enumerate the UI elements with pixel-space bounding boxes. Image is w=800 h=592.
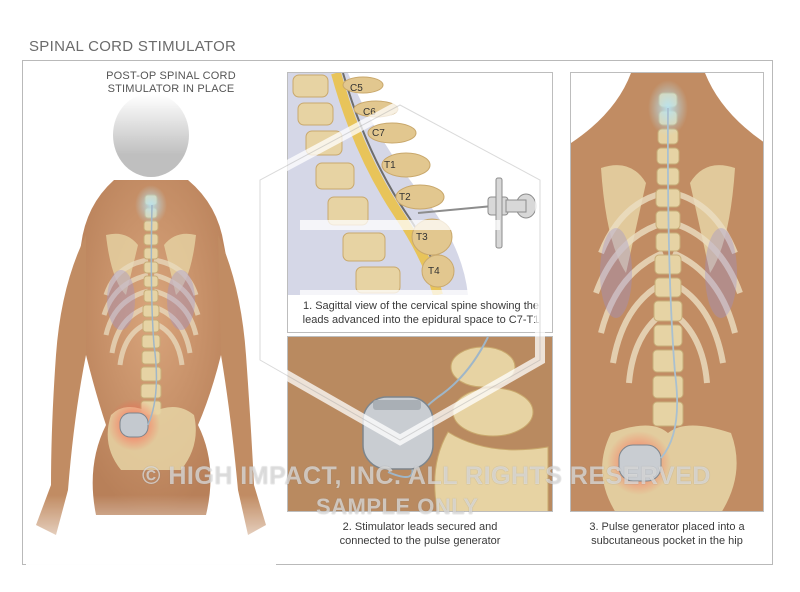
label-c5: C5 [350, 83, 363, 94]
caption-panel-2-line2: connected to the pulse generator [339, 535, 501, 547]
figure-heading-line2: STIMULATOR IN PLACE [107, 83, 235, 95]
label-c6: C6 [363, 107, 376, 118]
hip-pocket-illustration [571, 73, 763, 511]
caption-panel-2: 2. Stimulator leads secured and connecte… [287, 520, 553, 548]
vertebral-bodies [292, 74, 401, 294]
pulse-generator [119, 412, 149, 438]
rib-cage [593, 190, 743, 384]
caption-panel-1-line1: 1. Sagittal view of the cervical spine s… [302, 300, 540, 312]
label-t1: T1 [384, 160, 396, 171]
label-t4: T4 [428, 266, 440, 277]
lung-shading [600, 228, 737, 318]
label-t3: T3 [416, 232, 428, 243]
figure-heading-line1: POST-OP SPINAL CORD [106, 70, 236, 82]
left-arm [36, 235, 86, 535]
label-t2: T2 [399, 192, 411, 203]
pulse-generator [618, 444, 662, 482]
figure-title: SPINAL CORD STIMULATOR [29, 38, 237, 55]
caption-panel-2-line1: 2. Stimulator leads secured and [342, 521, 498, 533]
watermark-sample: SAMPLE ONLY [316, 494, 479, 519]
lung-shading [107, 270, 195, 330]
left-scapula [106, 233, 138, 295]
caption-panel-3: 3. Pulse generator placed into a subcuta… [570, 520, 764, 548]
pulse-generator [362, 396, 434, 470]
lead-wire [660, 107, 678, 459]
lead-wire [147, 204, 158, 426]
cervical-glow [135, 185, 167, 225]
panel-sagittal-spine: C5 C6 C7 T1 T2 T3 T4 1. Sagittal view of… [287, 72, 553, 333]
caption-panel-1-line2: leads advanced into the epidural space t… [302, 314, 540, 326]
back-view-illustration [26, 95, 276, 565]
watermark-logo [255, 99, 545, 446]
figure-heading: POST-OP SPINAL CORD STIMULATOR IN PLACE [96, 70, 246, 96]
watermark-copyright: © HIGH IMPACT, INC. ALL RIGHTS RESERVED [142, 462, 711, 490]
panel-generator-in-hip [570, 72, 764, 512]
caption-panel-1: 1. Sagittal view of the cervical spine s… [288, 299, 552, 327]
caption-panel-3-line2: subcutaneous pocket in the hip [591, 535, 743, 547]
right-scapula [164, 233, 196, 295]
right-arm [218, 235, 266, 535]
caption-panel-3-line1: 3. Pulse generator placed into a [589, 521, 745, 533]
needle [417, 177, 537, 249]
label-c7: C7 [372, 128, 385, 139]
figure-frame [22, 60, 773, 565]
sagittal-spine-illustration: C5 C6 C7 T1 T2 T3 T4 [288, 73, 537, 297]
